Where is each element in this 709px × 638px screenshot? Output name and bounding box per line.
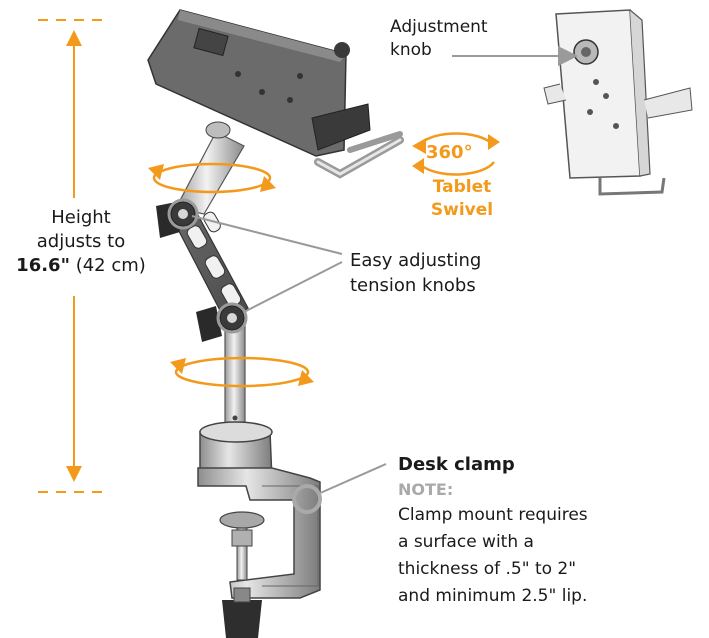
clamp-note-line-4: and minimum 2.5" lip. (398, 586, 588, 606)
support-arm (167, 121, 249, 323)
clamp-note-line-3: thickness of .5" to 2" (398, 559, 577, 579)
adjustment-knob-line-1: Adjustment (390, 17, 488, 37)
height-dimension (38, 19, 110, 493)
height-value: 16.6" (16, 255, 70, 276)
tablet-swivel-line-2: Swivel (430, 200, 494, 220)
tension-line-2: tension knobs (350, 275, 476, 296)
desk-clamp-label: Desk clamp NOTE: Clamp mount requires a … (398, 452, 698, 610)
adjustment-knob-label: Adjustment knob (390, 16, 488, 62)
desk-clamp-title: Desk clamp (398, 454, 515, 475)
upper-swivel-arrow (148, 162, 276, 194)
holder-rear-view (543, 9, 693, 196)
height-line-2: adjusts to (36, 231, 126, 252)
tablet-holder (147, 9, 404, 179)
height-value-line: 16.6" (42 cm) (8, 254, 154, 278)
height-metric: (42 cm) (75, 255, 146, 276)
clamp-note-line-2: a surface with a (398, 532, 534, 552)
tablet-swivel-label: Tablet Swivel (420, 176, 504, 222)
lower-swivel-arrow (170, 356, 314, 388)
swivel-degrees: 360° (426, 142, 473, 163)
tablet-swivel-arrow (412, 132, 500, 176)
tablet-swivel-line-1: Tablet (432, 177, 492, 197)
lower-tension-knob (196, 305, 245, 342)
height-label: Height adjusts to 16.6" (42 cm) (8, 206, 154, 278)
desk-clamp-note-label: NOTE: (398, 480, 454, 499)
lower-pole (224, 317, 246, 431)
upper-tension-knob (156, 201, 196, 238)
tension-knobs-label: Easy adjusting tension knobs (350, 248, 481, 298)
height-line-1: Height (51, 207, 111, 228)
clamp-note-line-1: Clamp mount requires (398, 505, 588, 525)
desk-clamp (197, 421, 321, 638)
tension-line-1: Easy adjusting (350, 250, 482, 271)
pointer-lines (167, 46, 578, 514)
adjustment-knob-line-2: knob (390, 40, 432, 60)
